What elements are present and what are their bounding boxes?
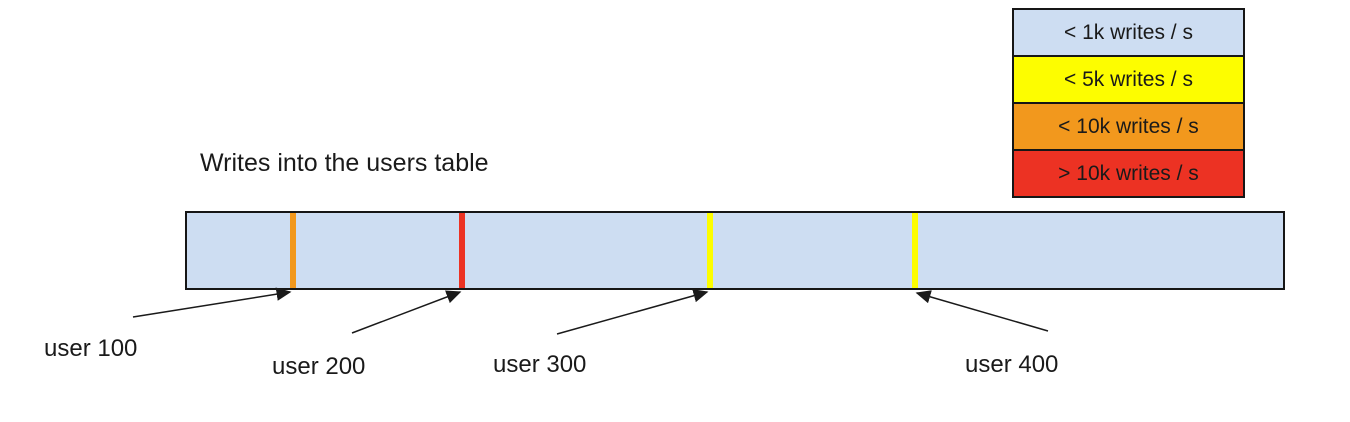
marker-user-400 <box>912 213 918 288</box>
label-user-100: user 100 <box>44 335 138 362</box>
legend-item-lt-5k: < 5k writes / s <box>1014 55 1243 102</box>
arrow-user-100 <box>132 287 292 318</box>
arrow-user-200 <box>351 290 462 334</box>
legend-item-gt-10k: > 10k writes / s <box>1014 149 1243 196</box>
arrow-user-300 <box>556 289 709 335</box>
legend-item-lt-1k: < 1k writes / s <box>1014 10 1243 55</box>
legend-item-lt-10k: < 10k writes / s <box>1014 102 1243 149</box>
users-table-band <box>185 211 1285 290</box>
label-user-400: user 400 <box>965 351 1059 378</box>
marker-user-100 <box>290 213 296 288</box>
arrow-user-400 <box>915 290 1049 332</box>
diagram-title: Writes into the users table <box>200 149 489 177</box>
legend: < 1k writes / s < 5k writes / s < 10k wr… <box>1012 8 1245 198</box>
marker-user-300 <box>707 213 713 288</box>
label-user-300: user 300 <box>493 351 587 378</box>
marker-user-200 <box>459 213 465 288</box>
label-user-200: user 200 <box>272 353 366 380</box>
